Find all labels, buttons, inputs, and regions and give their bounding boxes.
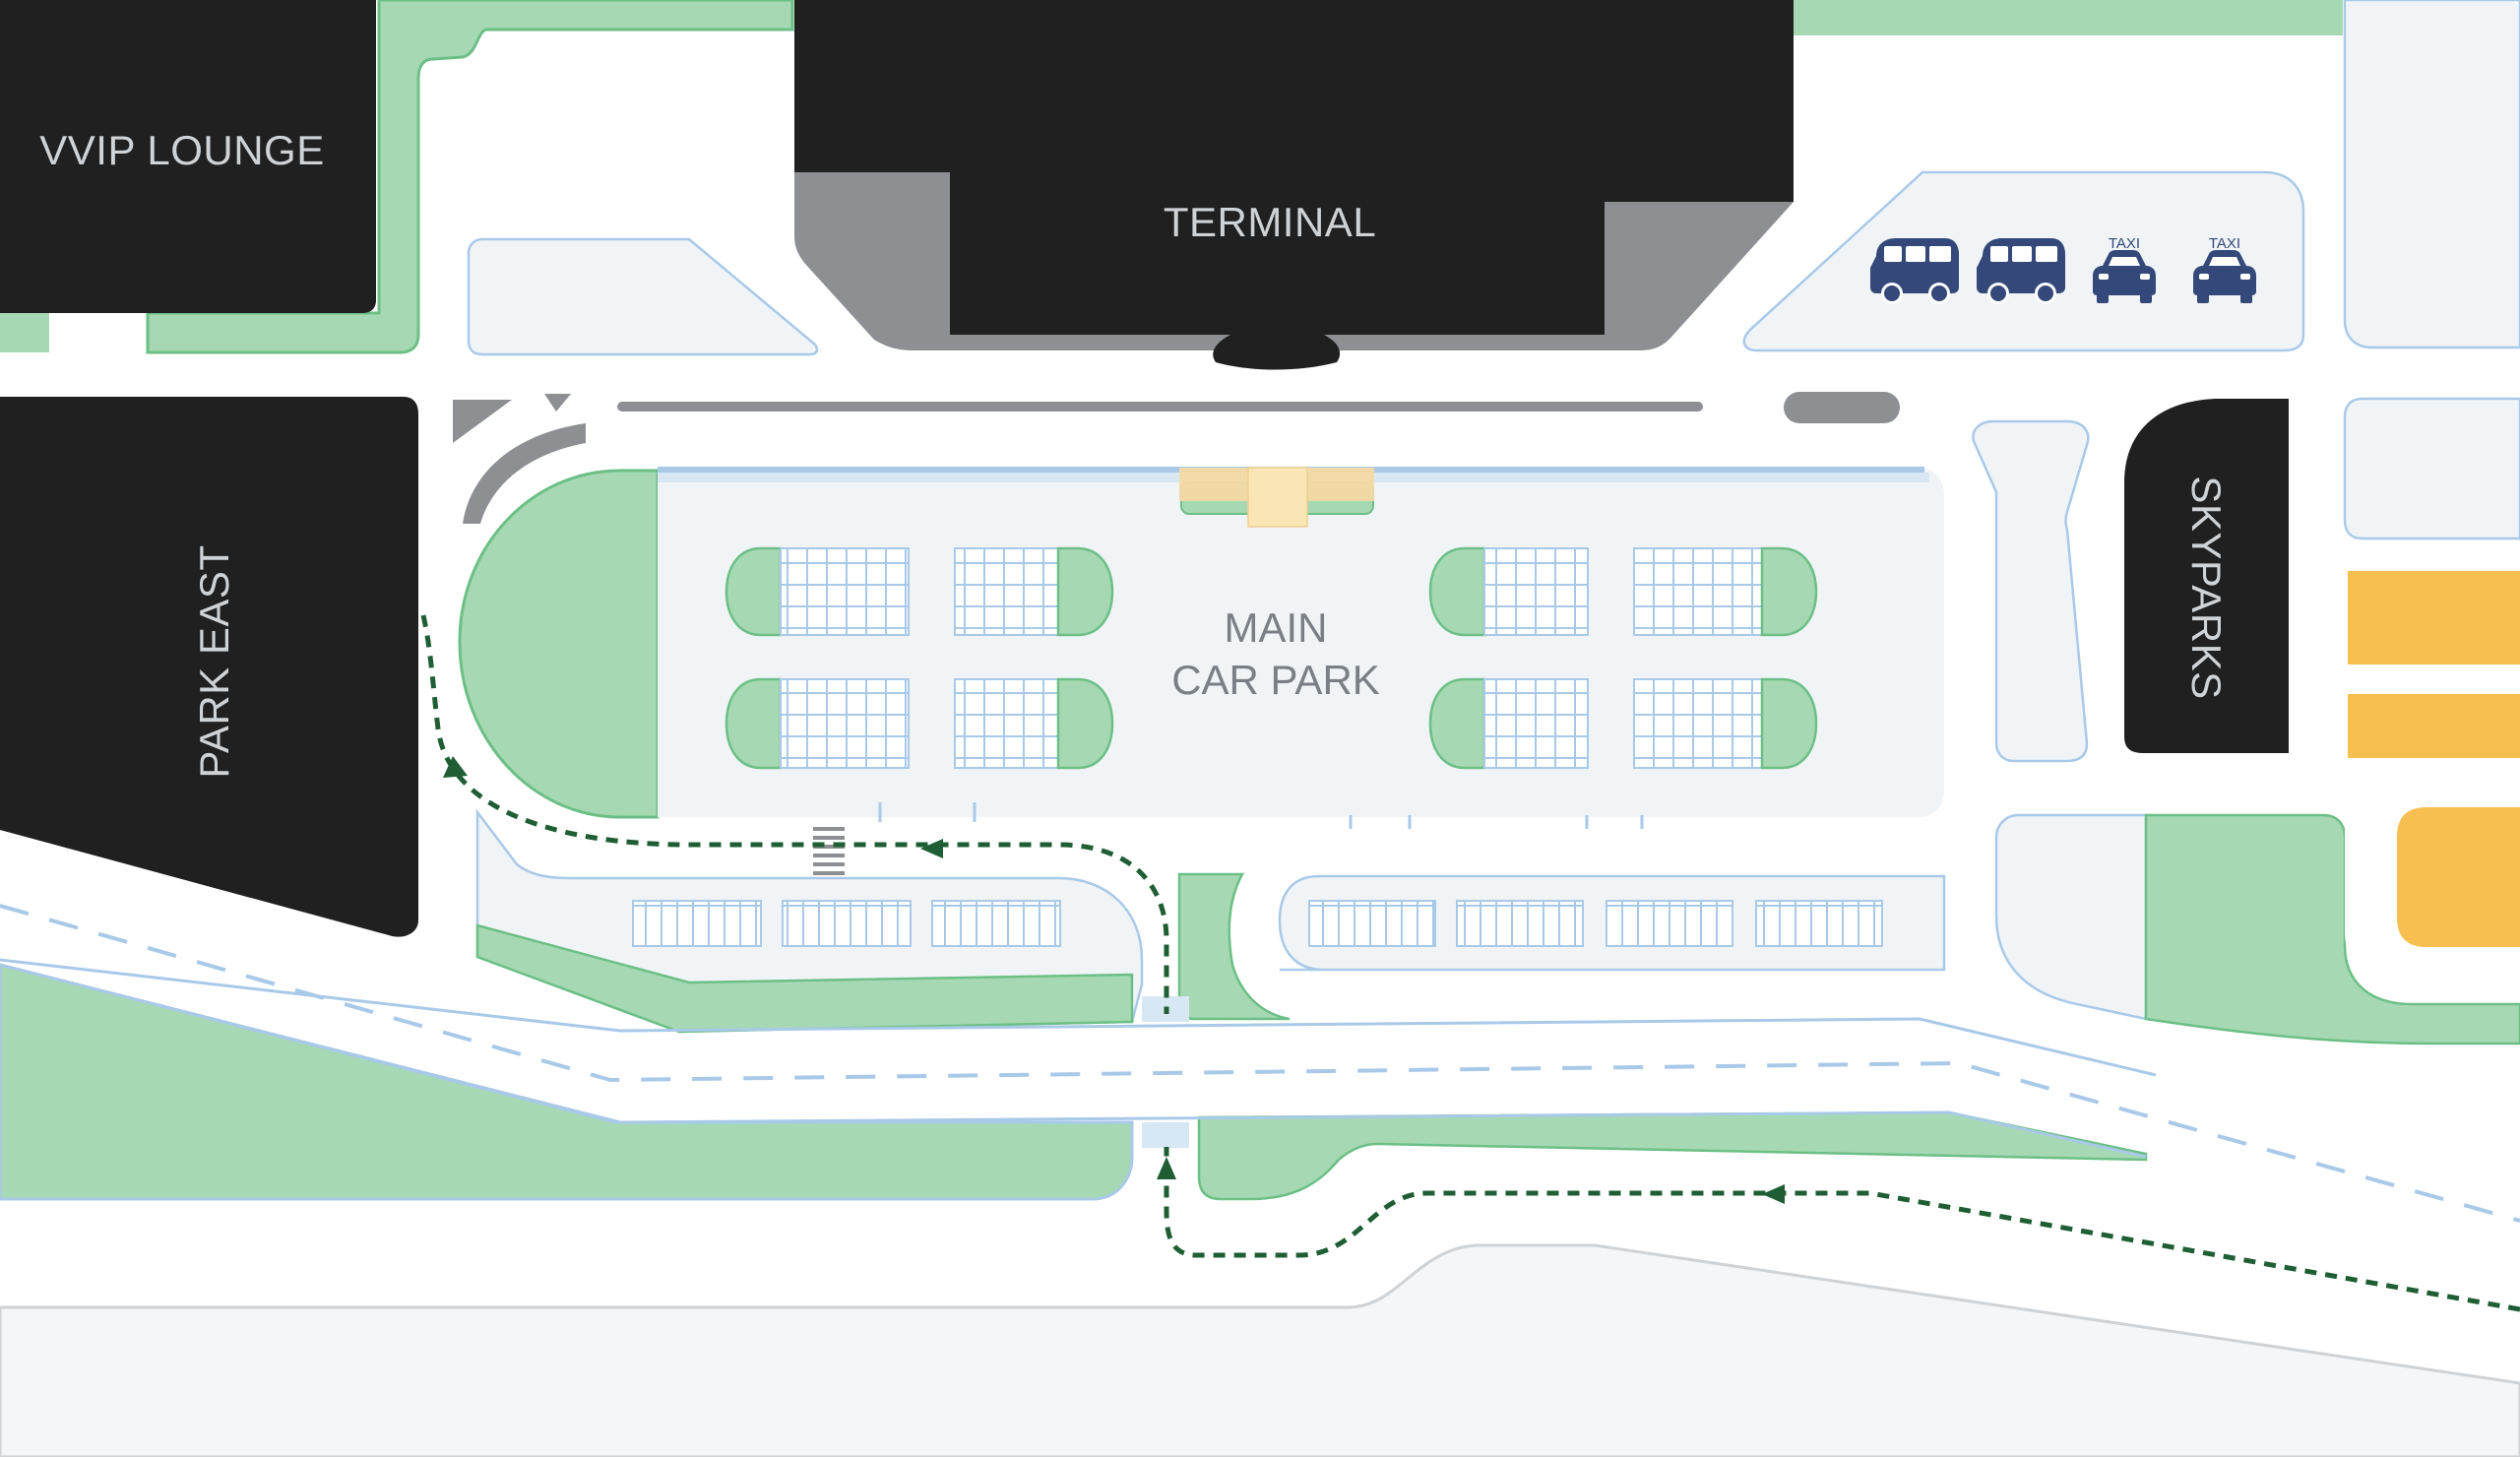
- yellow-building-block: [2397, 807, 2520, 947]
- parking-block: [954, 677, 1114, 770]
- ground-area-south: [0, 1243, 2520, 1457]
- walking-route-south: [1164, 1147, 2520, 1312]
- entrance-walkway: [1247, 467, 1308, 528]
- terminal-shadow: [794, 172, 1794, 350]
- taxi-icon: TAXI: [2193, 235, 2256, 303]
- green-area-median: [1177, 872, 1291, 1021]
- main-car-park-label-line2: CAR PARK: [1171, 657, 1380, 703]
- minibus-icon: [1977, 238, 2065, 304]
- green-area-south-west-curb: [475, 923, 1134, 1034]
- vvip-lounge-label: VVIP LOUNGE: [39, 127, 325, 173]
- svg-text:TAXI: TAXI: [2109, 235, 2140, 252]
- green-area-south-band-west: [0, 963, 1134, 1201]
- lot-west-of-terminal: [467, 237, 819, 356]
- roundabout-arc: [463, 423, 586, 524]
- curb-divider: [617, 402, 1703, 412]
- parking-block: [724, 677, 910, 770]
- road-edge-south: [0, 963, 2147, 1159]
- route-arrow: [1157, 1157, 1176, 1179]
- skyparks-label: SKYPARKS: [2183, 475, 2230, 699]
- main-car-park-label-line1: MAIN: [1225, 604, 1328, 651]
- route-arrow: [1762, 1184, 1785, 1204]
- road-junction-marker: [1142, 1122, 1189, 1148]
- green-area-south-band-east: [1197, 1110, 2148, 1201]
- vvip-lounge-building: [0, 0, 376, 313]
- minibus-icon: [1870, 238, 1959, 304]
- parking-block: [724, 546, 910, 637]
- skyparks-building: [2124, 399, 2289, 753]
- lot-east-median: [1972, 419, 2090, 763]
- parking-row: [1308, 900, 1883, 947]
- parking-block: [1428, 677, 1589, 770]
- curb-island-east: [1784, 392, 1900, 423]
- route-arrow: [920, 839, 943, 858]
- terminal-building: [794, 0, 1794, 370]
- roundabout-island: [453, 400, 512, 443]
- park-east-label: PARK EAST: [191, 544, 237, 778]
- parking-block: [1633, 546, 1818, 637]
- green-area-south-east: [2144, 813, 2520, 1045]
- yellow-building-block: [2348, 571, 2520, 665]
- walking-route-west: [420, 614, 1169, 1014]
- lot-far-north-east: [2343, 0, 2520, 349]
- parking-block: [954, 546, 1114, 637]
- car-park-exit-marks: [878, 802, 1644, 829]
- lot-far-east: [2343, 397, 2520, 540]
- route-arrow: [443, 756, 468, 778]
- yellow-building-block: [2348, 694, 2520, 758]
- park-east-building: [0, 397, 418, 937]
- svg-text:TAXI: TAXI: [2209, 235, 2240, 252]
- parking-row: [632, 900, 1061, 947]
- parking-block: [1633, 677, 1818, 770]
- road-center-dashes: [0, 904, 2520, 1223]
- green-area-north-west: [146, 0, 794, 354]
- main-car-park-green-edge: [458, 469, 660, 819]
- parking-block: [1428, 546, 1589, 637]
- taxi-icon: TAXI: [2093, 235, 2156, 303]
- green-area-west-strip: [0, 313, 49, 352]
- roundabout-island: [544, 394, 571, 412]
- pedestrian-crossing: [813, 827, 845, 875]
- terminal-label: TERMINAL: [1164, 199, 1376, 245]
- lot-south-east: [1994, 813, 2148, 1021]
- green-area-north-east: [1794, 0, 2343, 35]
